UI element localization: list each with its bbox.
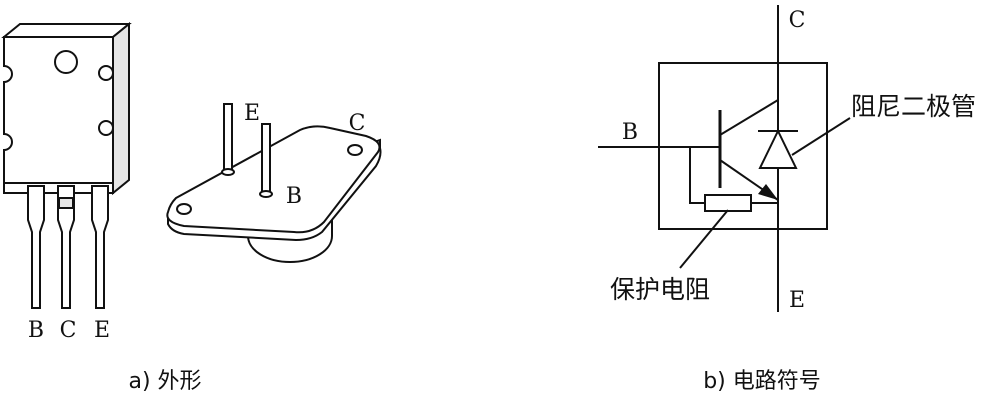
pin2-label-b: B bbox=[286, 184, 302, 209]
lead-b bbox=[27, 185, 45, 309]
circuit-symbol: C B E 阻尼二极管 保护电阻 bbox=[598, 5, 976, 313]
package-side-face bbox=[112, 21, 130, 196]
emitter-arrow bbox=[758, 184, 778, 200]
pin-e-base bbox=[221, 168, 235, 176]
side-hole-upper bbox=[98, 65, 114, 81]
pin2-label-e: E bbox=[244, 101, 260, 126]
lead-c-tab bbox=[58, 197, 74, 209]
terminal-label-c: C bbox=[789, 8, 806, 33]
mounting-hole bbox=[54, 50, 78, 74]
package-top-face bbox=[1, 23, 132, 38]
collector-line bbox=[719, 99, 779, 136]
flange-hole-right bbox=[347, 144, 363, 156]
pin-e bbox=[223, 103, 233, 173]
package-to3: E B C bbox=[166, 101, 382, 263]
resistor-wire-left bbox=[689, 147, 705, 204]
damper-diode-label: 阻尼二极管 bbox=[851, 92, 976, 121]
pin2-label-c: C bbox=[349, 111, 366, 136]
pin-b-base bbox=[259, 190, 273, 198]
terminal-label-e: E bbox=[789, 288, 805, 313]
damper-diode bbox=[758, 128, 798, 169]
terminal-label-b: B bbox=[622, 120, 638, 145]
pin-b bbox=[261, 123, 271, 195]
caption-b: b) 电路符号 bbox=[703, 369, 821, 394]
package-to3p: B C E bbox=[1, 21, 132, 343]
lead-e bbox=[91, 185, 109, 309]
caption-a: a) 外形 bbox=[128, 369, 201, 394]
side-hole-lower bbox=[98, 120, 114, 136]
pin-label-c: C bbox=[60, 318, 77, 343]
package-front-face bbox=[3, 36, 114, 194]
protection-resistor bbox=[704, 194, 752, 212]
flange-hole-left bbox=[176, 203, 192, 215]
protection-resistor-label: 保护电阻 bbox=[610, 275, 710, 304]
pin-label-b: B bbox=[28, 318, 44, 343]
resistor-leader bbox=[679, 209, 729, 269]
diode-leader bbox=[791, 117, 851, 156]
pin-label-e: E bbox=[94, 318, 110, 343]
flange-top bbox=[166, 125, 381, 234]
